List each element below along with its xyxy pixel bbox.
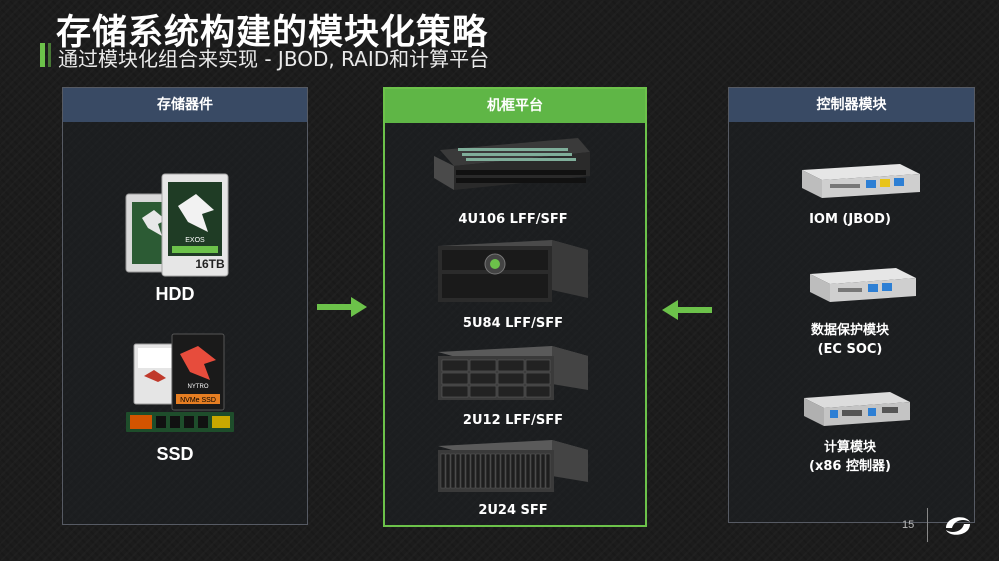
label-compute-line2: (x86 控制器) <box>809 459 891 474</box>
chassis-2u24-image <box>438 440 588 492</box>
panel-header-controller-modules: 控制器模块 <box>729 88 974 122</box>
panel-controller-modules: 控制器模块 <box>728 87 975 523</box>
ssd-nvme-tag: NVMe SSD <box>180 397 216 404</box>
ssd-drive-label: NYTRO <box>188 384 209 390</box>
label-iom: IOM (JBOD) <box>809 212 891 227</box>
footer-divider <box>927 508 928 542</box>
ssd-image: NYTRO NVMe SSD <box>126 333 234 432</box>
seagate-logo-icon <box>946 517 970 535</box>
chassis-5u84-image <box>438 240 588 302</box>
panel-storage-devices: 存储器件 <box>62 87 308 525</box>
label-data-protection-module: 数据保护模块 (EC SOC) <box>760 321 940 359</box>
hdd-drive-label: EXOS <box>185 237 205 244</box>
slide-subtitle: 通过模块化组合来实现 - JBOD, RAID和计算平台 <box>58 47 490 71</box>
panel-header-chassis-platform: 机框平台 <box>385 89 645 123</box>
label-hdd: HDD <box>155 284 195 304</box>
hdd-image: EXOS 16TB <box>125 173 229 277</box>
label-compute-line1: 计算模块 <box>823 440 876 455</box>
label-data-protection-line2: (EC SOC) <box>817 342 883 357</box>
panel-header-storage-devices: 存储器件 <box>63 88 307 122</box>
compute-module-image <box>804 392 910 426</box>
label-ssd: SSD <box>156 444 194 464</box>
data-protection-module-image <box>810 268 916 302</box>
chassis-2u12-image <box>438 346 588 400</box>
iom-image <box>802 164 920 198</box>
page-number: 15 <box>902 519 915 531</box>
accent-bar-secondary <box>48 43 51 67</box>
arrow-right-icon <box>317 297 367 317</box>
arrow-left-icon <box>662 300 712 320</box>
label-data-protection-line1: 数据保护模块 <box>810 323 889 338</box>
accent-bar <box>40 43 45 67</box>
label-2u12: 2U12 LFF/SFF <box>462 413 564 428</box>
hdd-capacity: 16TB <box>195 257 225 271</box>
label-5u84: 5U84 LFF/SFF <box>462 316 564 331</box>
label-compute-module: 计算模块 (x86 控制器) <box>760 438 940 476</box>
label-4u106: 4U106 LFF/SFF <box>458 212 568 227</box>
chassis-4u106-image <box>434 138 590 190</box>
label-2u24: 2U24 SFF <box>478 503 548 518</box>
slide-title: 存储系统构建的模块化策略 <box>56 13 489 53</box>
